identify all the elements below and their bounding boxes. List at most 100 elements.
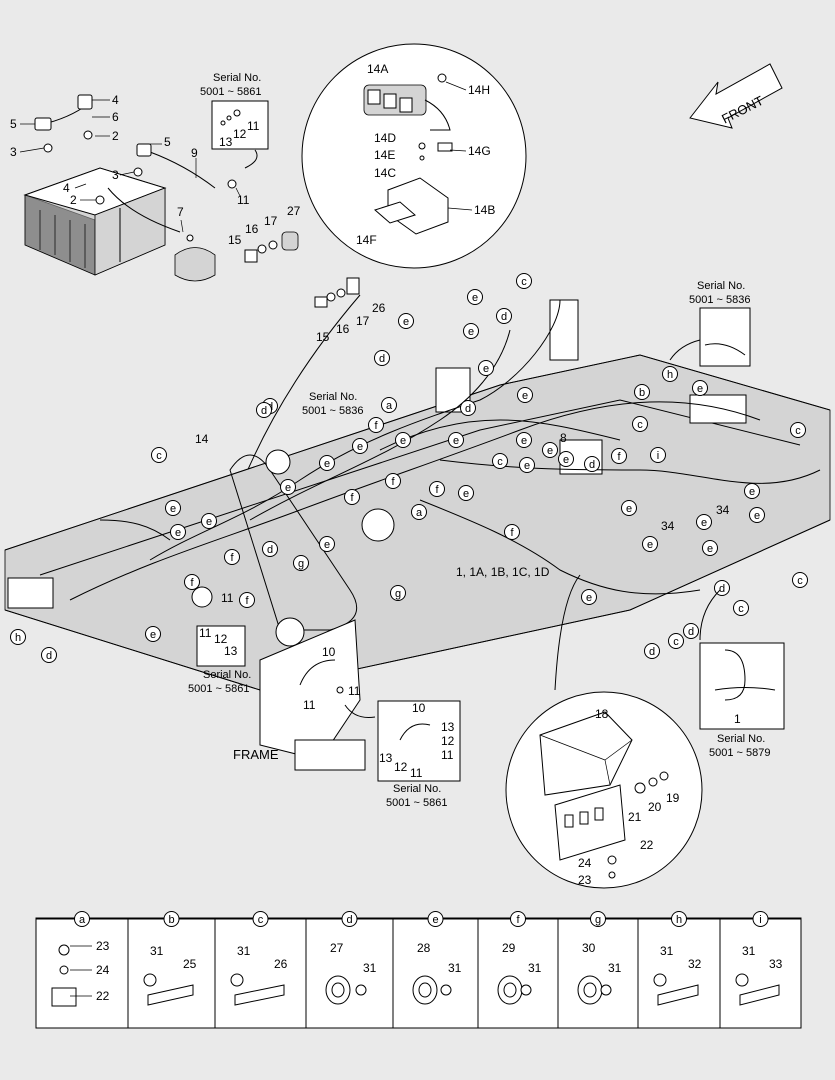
clamp-marker-e: e — [170, 524, 186, 540]
marker-circle — [368, 417, 384, 433]
clamp-marker-f: f — [504, 524, 520, 540]
callout-13-inset-right: 13 — [441, 720, 455, 734]
legend-letter-circle — [427, 911, 444, 927]
marker-circle — [460, 400, 476, 416]
marker-letter: c — [673, 636, 679, 648]
marker-letter: d — [379, 353, 385, 365]
marker-letter: e — [707, 543, 713, 555]
callout-14E: 14E — [374, 148, 395, 162]
clamp-marker-c: c — [668, 633, 684, 649]
marker-circle — [621, 500, 637, 516]
battery-callouts: 4 6 5 2 3 5 9 4 3 2 7 11 — [10, 93, 250, 233]
callout-11-inset: 11 — [247, 119, 260, 133]
clamp-marker-e: e — [621, 500, 637, 516]
callout-24: 24 — [578, 856, 592, 870]
serial-range-mid: 5001 ~ 5836 — [302, 405, 363, 417]
marker-circle — [542, 442, 558, 458]
harness-clamp-markers: cedeedeeaddfeeeeececedfichbeeceefffeaeed… — [10, 273, 808, 663]
marker-letter: c — [521, 276, 527, 288]
callout-7: 7 — [177, 205, 184, 219]
marker-letter: e — [463, 488, 469, 500]
clamp-marker-e: e — [395, 432, 411, 448]
clamp-marker-e: e — [542, 442, 558, 458]
clamp-marker-c: c — [790, 422, 806, 438]
clamp-marker-d: d — [256, 402, 272, 418]
clamp-marker-e: e — [280, 479, 296, 495]
clamp-marker-c: c — [792, 572, 808, 588]
marker-circle — [262, 541, 278, 557]
legend-letter-circle — [752, 911, 769, 927]
marker-letter: c — [637, 419, 643, 431]
marker-letter: f — [190, 577, 194, 589]
serial-inset-right-top: Serial No. 5001 ~ 5836 — [669, 280, 751, 367]
marker-circle — [792, 572, 808, 588]
callout-16-lower: 16 — [336, 322, 350, 336]
clamp-marker-e: e — [702, 540, 718, 556]
marker-circle — [611, 448, 627, 464]
marker-circle — [293, 555, 309, 571]
marker-circle — [517, 387, 533, 403]
legend-part-number: 33 — [769, 957, 783, 971]
callout-14A: 14A — [367, 62, 388, 76]
clamp-marker-f: f — [184, 574, 200, 590]
clamp-marker-f: f — [224, 549, 240, 565]
marker-circle — [184, 574, 200, 590]
marker-circle — [642, 536, 658, 552]
legend-letter: e — [432, 914, 438, 926]
callout-4-mid: 4 — [63, 181, 70, 195]
callout-21: 21 — [628, 810, 642, 824]
marker-circle — [644, 643, 660, 659]
legend-part-number: 31 — [237, 944, 251, 958]
marker-circle — [429, 481, 445, 497]
marker-circle — [41, 647, 57, 663]
callout-11-inset-right: 11 — [441, 748, 454, 762]
marker-letter: e — [403, 316, 409, 328]
callout-11-bl: 11 — [199, 626, 212, 640]
marker-circle — [344, 489, 360, 505]
marker-circle — [634, 384, 650, 400]
clamp-marker-c: c — [632, 416, 648, 432]
marker-letter: d — [46, 650, 52, 662]
marker-circle — [584, 456, 600, 472]
marker-letter: h — [667, 369, 673, 381]
marker-circle — [458, 485, 474, 501]
marker-letter: d — [589, 459, 595, 471]
marker-letter: e — [357, 441, 363, 453]
legend-part-number: 25 — [183, 957, 197, 971]
marker-circle — [398, 313, 414, 329]
marker-circle — [280, 479, 296, 495]
marker-letter: e — [175, 527, 181, 539]
clamp-marker-c: c — [733, 600, 749, 616]
marker-circle — [239, 592, 255, 608]
callout-12-bl: 12 — [214, 632, 228, 646]
marker-circle — [10, 629, 26, 645]
clamp-marker-e: e — [458, 485, 474, 501]
legend-part-number: 31 — [363, 961, 377, 975]
clamp-legend-table: a232422b3125c3126d2731e2831f2931g3031h31… — [35, 911, 802, 1029]
callout-3-mid: 3 — [112, 168, 119, 182]
callout-5-left: 5 — [10, 117, 17, 131]
marker-circle — [702, 540, 718, 556]
marker-letter: e — [547, 445, 553, 457]
callout-2-top: 2 — [112, 129, 119, 143]
marker-letter: e — [524, 460, 530, 472]
marker-circle — [696, 514, 712, 530]
legend-part-number: 31 — [660, 944, 674, 958]
callout-27: 27 — [287, 204, 301, 218]
callout-18: 18 — [595, 707, 609, 721]
legend-part-number: 23 — [96, 939, 110, 953]
connector-parts-upper: 15 16 17 27 26 15 16 17 — [228, 204, 386, 344]
clamp-marker-e: e — [463, 323, 479, 339]
clamp-marker-d: d — [460, 400, 476, 416]
callout-19: 19 — [666, 791, 680, 805]
marker-circle — [256, 402, 272, 418]
legend-part-number: 24 — [96, 963, 110, 977]
clamp-marker-e: e — [749, 507, 765, 523]
clamp-marker-e: e — [165, 500, 181, 516]
